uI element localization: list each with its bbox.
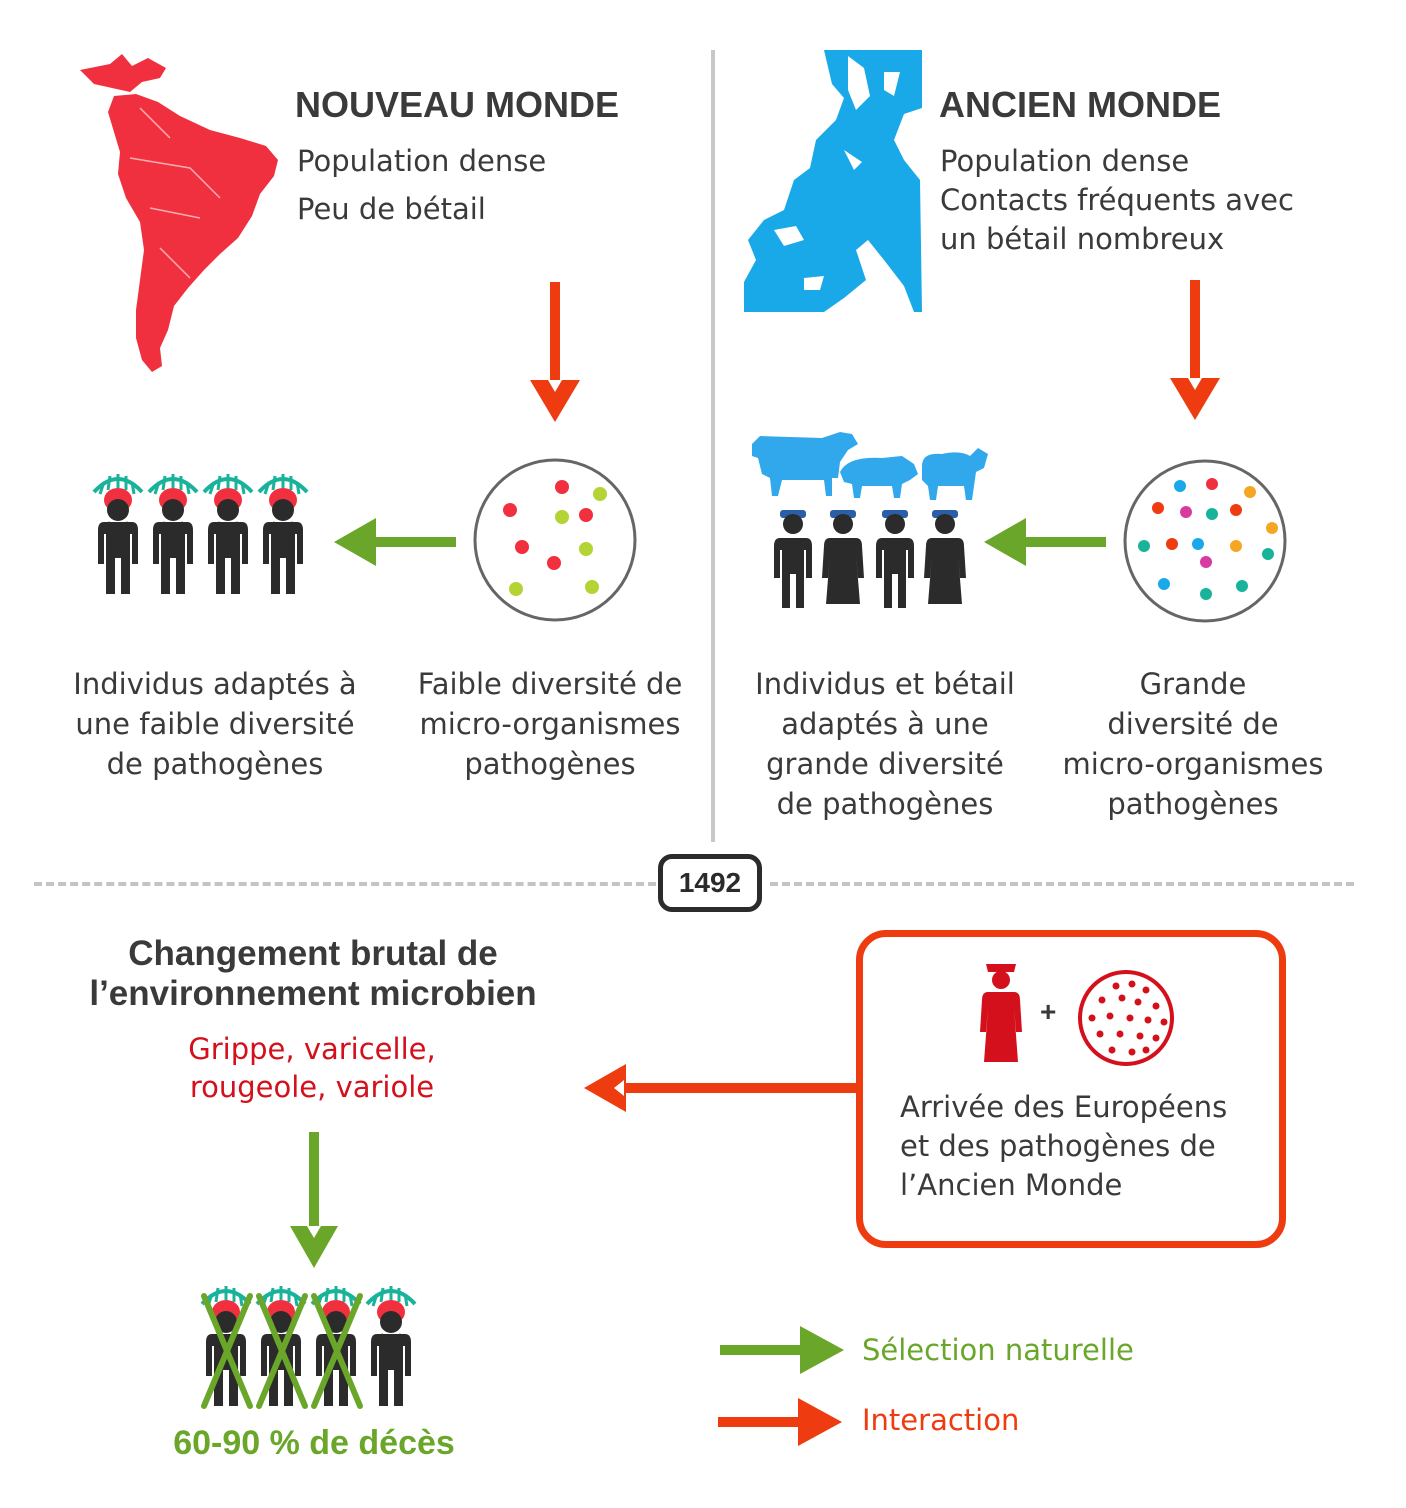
plus-sign: + <box>1040 996 1057 1027</box>
caption-line: Individus et bétail <box>755 667 1015 701</box>
new-world-people-caption: Individus adaptés à une faible diversité… <box>40 664 390 784</box>
year-label: 1492 <box>678 867 742 898</box>
disease-line: rougeole, variole <box>189 1070 435 1104</box>
arrival-box <box>856 930 1286 1248</box>
new-world-title: NOUVEAU MONDE <box>295 84 620 125</box>
natural-selection-arrow-down <box>290 1132 338 1268</box>
caption-line: micro-organismes <box>1062 747 1324 781</box>
europe-map-icon <box>744 50 922 312</box>
death-rate-label: 60-90 % de décès <box>173 1424 455 1462</box>
disease-line: Grippe, varicelle, <box>188 1032 436 1066</box>
old-world-microbe-caption: Grande diversité de micro-organismes pat… <box>1040 664 1346 824</box>
old-world-people-caption: Individus et bétail adaptés à une grande… <box>725 664 1045 824</box>
south-america-map-icon <box>80 54 278 372</box>
caption-line: diversité de <box>1107 707 1279 741</box>
arrival-line: et des pathogènes de <box>900 1129 1216 1163</box>
dotted-separator-right <box>770 882 1354 886</box>
arrival-line: Arrivée des Européens <box>900 1090 1228 1124</box>
caption-line: Faible diversité de <box>417 667 683 701</box>
new-world-line-1: Population dense <box>297 144 547 178</box>
caption-line: Grande <box>1139 667 1247 701</box>
legend-interaction-label: Interaction <box>862 1403 1020 1437</box>
indigenous-people-group-icon <box>92 472 309 596</box>
european-figure-red-icon <box>980 964 1022 1062</box>
caption-line: micro-organismes <box>419 707 681 741</box>
low-diversity-microbe-circle <box>473 458 637 622</box>
deceased-indigenous-people-icon <box>200 1284 417 1409</box>
interaction-arrow-left <box>584 1064 856 1112</box>
caption-line: Individus adaptés à <box>73 667 357 701</box>
arrival-line: l’Ancien Monde <box>900 1168 1123 1202</box>
change-title: Changement brutal de l’environnement mic… <box>40 934 586 1014</box>
caption-line: une faible diversité <box>75 707 355 741</box>
dotted-separator-left <box>34 882 656 886</box>
caption-line: adaptés à une <box>781 707 989 741</box>
european-people-group-icon <box>774 510 966 608</box>
caption-line: grande diversité <box>766 747 1004 781</box>
old-world-line-2: Contacts fréquents avec <box>940 183 1294 217</box>
legend-natural-selection-label: Sélection naturelle <box>862 1333 1134 1367</box>
change-title-line: l’environnement microbien <box>89 974 537 1013</box>
pathogen-circle-red-icon <box>1078 970 1174 1066</box>
natural-selection-arrow-left <box>334 518 456 566</box>
interaction-arrow-down-left <box>530 282 580 422</box>
natural-selection-arrow-left-right-panel <box>984 518 1106 566</box>
livestock-icon <box>752 432 988 500</box>
disease-list: Grippe, varicelle, rougeole, variole <box>112 1030 512 1106</box>
vertical-divider <box>711 50 715 842</box>
old-world-line-3: un bétail nombreux <box>940 222 1225 256</box>
legend-red-arrow-icon <box>718 1398 842 1446</box>
interaction-arrow-down-right <box>1170 280 1220 420</box>
legend-green-arrow-icon <box>720 1326 844 1374</box>
high-diversity-microbe-circle <box>1123 459 1287 623</box>
change-title-line: Changement brutal de <box>128 934 498 973</box>
caption-line: pathogènes <box>1107 787 1279 821</box>
caption-line: pathogènes <box>464 747 636 781</box>
old-world-title: ANCIEN MONDE <box>939 84 1222 125</box>
caption-line: de pathogènes <box>106 747 324 781</box>
caption-line: de pathogènes <box>776 787 994 821</box>
old-world-line-1: Population dense <box>940 144 1190 178</box>
arrival-text: Arrivée des Européens et des pathogènes … <box>900 1088 1280 1205</box>
year-badge: 1492 <box>658 854 762 912</box>
new-world-line-2: Peu de bétail <box>297 192 486 226</box>
new-world-microbe-caption: Faible diversité de micro-organismes pat… <box>390 664 710 784</box>
